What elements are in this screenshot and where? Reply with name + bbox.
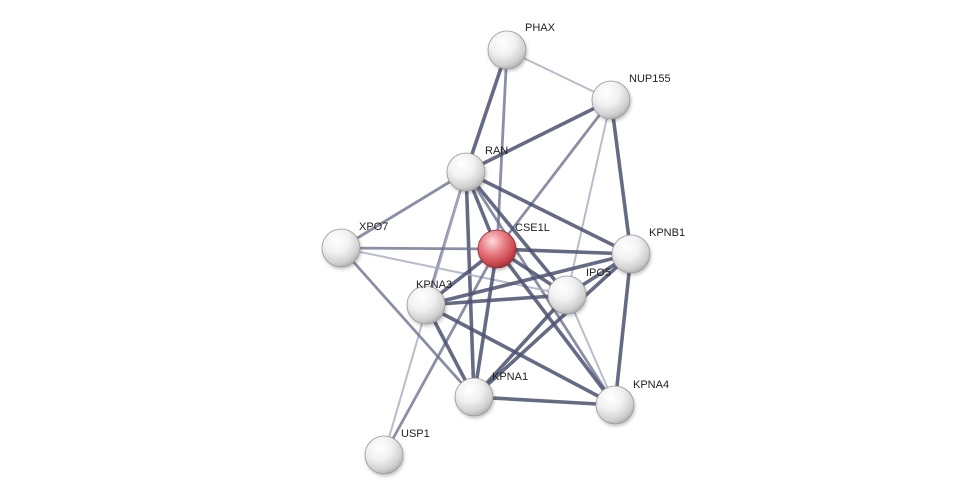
node-circle-ipo5[interactable] [547, 275, 587, 315]
edge-nup155-ran [464, 98, 613, 174]
node-label-phax: PHAX [525, 22, 556, 34]
node-kpna4[interactable]: KPNA4 [595, 379, 669, 425]
node-circle-kpna4[interactable] [595, 385, 635, 425]
node-label-ran: RAN [485, 145, 508, 157]
node-label-nup155: NUP155 [629, 73, 671, 85]
node-label-kpna4: KPNA4 [633, 379, 669, 391]
node-label-kpna1: KPNA1 [492, 371, 528, 383]
edge-xpo7-cse1l [339, 246, 499, 251]
node-circle-nup155[interactable] [591, 80, 631, 120]
edge-nup155-ipo5 [566, 99, 612, 296]
node-label-ipo5: IPO5 [586, 267, 611, 279]
edge-ran-kpna1 [464, 170, 476, 399]
edge-phax-cse1l [495, 48, 509, 251]
edge-cse1l-usp1 [382, 247, 499, 457]
node-circle-ran[interactable] [446, 152, 486, 192]
edge-kpnb1-kpna4 [613, 252, 633, 407]
node-label-kpna3: KPNA3 [416, 279, 452, 291]
edge-kpna1-kpna4 [472, 395, 617, 407]
node-usp1[interactable]: USP1 [364, 428, 430, 475]
node-label-cse1l: CSE1L [515, 222, 550, 234]
node-ipo5[interactable]: IPO5 [547, 267, 611, 315]
node-nup155[interactable]: NUP155 [591, 73, 671, 120]
edge-kpna3-ipo5 [424, 293, 569, 307]
edge-cse1l-kpna1 [472, 247, 499, 399]
edge-ran-xpo7 [339, 170, 468, 250]
edge-xpo7-ipo5 [340, 247, 568, 296]
node-circle-kpnb1[interactable] [611, 234, 651, 274]
edge-phax-ran [464, 48, 509, 174]
node-kpna1[interactable]: KPNA1 [454, 371, 528, 417]
node-circle-cse1l[interactable] [477, 229, 517, 269]
edge-cse1l-kpna4 [495, 247, 617, 407]
node-label-usp1: USP1 [401, 428, 430, 440]
node-circle-usp1[interactable] [364, 435, 404, 475]
node-cse1l[interactable]: CSE1L [477, 222, 550, 269]
edge-xpo7-kpna1 [339, 246, 476, 399]
edge-ran-kpnb1 [464, 170, 633, 256]
node-label-kpnb1: KPNB1 [649, 227, 685, 239]
node-kpna3[interactable]: KPNA3 [406, 279, 452, 325]
edge-kpnb1-kpna3 [424, 252, 633, 307]
node-ran[interactable]: RAN [446, 145, 508, 192]
node-kpnb1[interactable]: KPNB1 [611, 227, 685, 274]
edge-kpna3-kpna4 [424, 303, 617, 407]
edge-ipo5-kpna1 [472, 293, 569, 399]
node-circle-kpna1[interactable] [454, 377, 494, 417]
edge-ipo5-kpna4 [566, 294, 616, 406]
node-circle-xpo7[interactable] [321, 228, 361, 268]
node-circle-phax[interactable] [487, 30, 527, 70]
node-xpo7[interactable]: XPO7 [321, 221, 388, 268]
edge-nup155-cse1l [495, 98, 613, 251]
edge-nup155-kpnb1 [609, 98, 633, 256]
edge-layer [339, 48, 633, 457]
node-label-xpo7: XPO7 [359, 221, 388, 233]
node-circle-kpna3[interactable] [406, 285, 446, 325]
edge-kpnb1-kpna1 [472, 252, 633, 399]
edge-cse1l-kpnb1 [495, 247, 633, 256]
node-phax[interactable]: PHAX [487, 22, 556, 70]
